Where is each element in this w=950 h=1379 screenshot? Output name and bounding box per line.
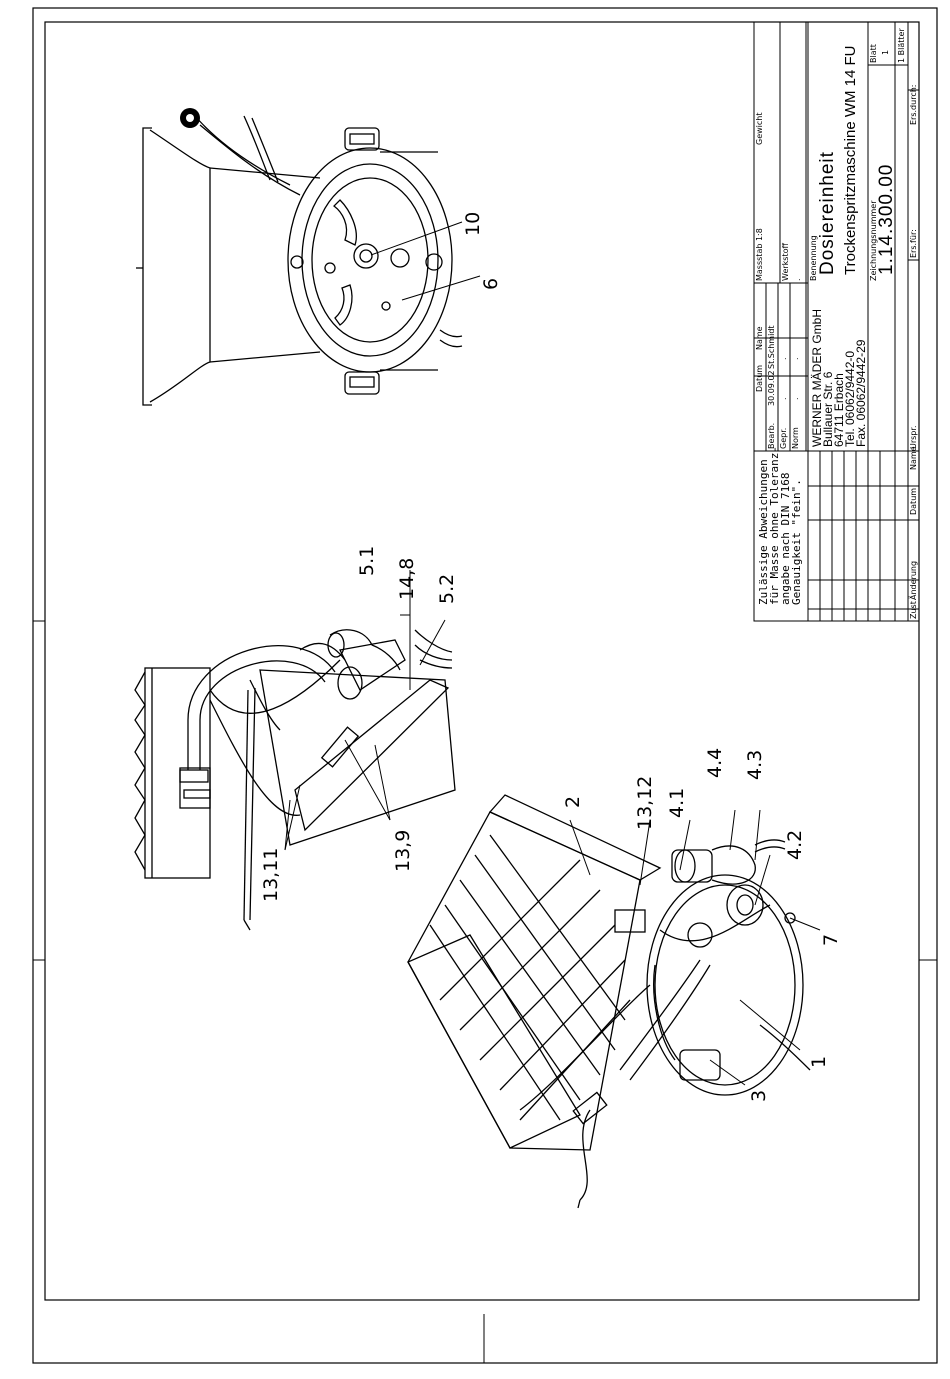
drawing-frame bbox=[44, 21, 920, 1301]
label-5-1: 5.1 bbox=[356, 545, 378, 576]
label-1: 1 bbox=[808, 1055, 830, 1068]
sign-gepr-datum: . bbox=[779, 397, 788, 400]
label-4-4: 4.4 bbox=[704, 747, 726, 778]
sign-norm-datum: . bbox=[791, 397, 800, 400]
ers-durch: Ers.durch: bbox=[909, 84, 918, 125]
rev-header-name: Name bbox=[909, 446, 918, 470]
label-13-11: 13,11 bbox=[260, 847, 282, 902]
label-14-8: 14,8 bbox=[396, 557, 418, 600]
label-5-2: 5.2 bbox=[436, 573, 458, 604]
company-line-5: Fax. 06062/9442-29 bbox=[854, 339, 868, 447]
ers-fuer: Ers.für: bbox=[909, 229, 918, 258]
side-view-assembly bbox=[134, 629, 456, 931]
tolerance-line-4: Genauigkeit "fein". bbox=[790, 479, 803, 605]
sign-norm-name: . bbox=[791, 357, 800, 360]
label-4-2: 4.2 bbox=[784, 829, 806, 860]
rev-header-aenderung: Änderung bbox=[909, 560, 918, 600]
sign-header-datum: Datum bbox=[755, 364, 764, 392]
title-block-grid bbox=[753, 21, 920, 622]
sign-gepr-label: Gepr. bbox=[779, 427, 788, 449]
iso-view-machine bbox=[407, 794, 811, 1209]
benennung-line-1: Dosiereinheit bbox=[817, 151, 838, 275]
sign-gepr-name: . bbox=[779, 357, 788, 360]
label-6: 6 bbox=[480, 277, 502, 290]
blatt-label: Blatt bbox=[869, 44, 878, 63]
label-2: 2 bbox=[562, 795, 584, 808]
rev-header-zust: Zust bbox=[909, 601, 918, 619]
blaetter: 1 Blätter bbox=[897, 28, 906, 63]
label-4-1: 4.1 bbox=[666, 787, 688, 818]
blatt-value: 1 bbox=[881, 49, 890, 55]
top-view-bowl bbox=[136, 109, 463, 406]
outer-border bbox=[32, 7, 938, 1364]
gewicht: Gewicht bbox=[755, 112, 764, 146]
label-3: 3 bbox=[748, 1089, 770, 1102]
urspr: Urspr. bbox=[909, 425, 918, 450]
massstab: Massstab 1:8 bbox=[755, 228, 764, 281]
zeichnungsnummer: 1.14.300.00 bbox=[876, 163, 897, 275]
label-10: 10 bbox=[462, 211, 484, 236]
label-13-9: 13,9 bbox=[392, 829, 414, 872]
werkstoff-value: . bbox=[793, 278, 802, 281]
sign-bearb-label: Bearb. bbox=[767, 422, 776, 449]
werkstoff: Werkstoff bbox=[781, 243, 790, 281]
rev-header-datum: Datum bbox=[909, 487, 918, 515]
benennung-line-2: Trockenspritzmaschine WM 14 FU bbox=[842, 45, 859, 276]
sign-norm-label: Norm bbox=[791, 427, 800, 449]
sign-header-name: Name bbox=[755, 326, 764, 350]
label-13-12: 13,12 bbox=[634, 775, 656, 830]
sign-bearb-name: St.Schmidt bbox=[767, 325, 776, 369]
label-7: 7 bbox=[820, 933, 842, 946]
sign-bearb-datum: 30.09.02 bbox=[767, 370, 776, 406]
label-4-3: 4.3 bbox=[744, 749, 766, 780]
